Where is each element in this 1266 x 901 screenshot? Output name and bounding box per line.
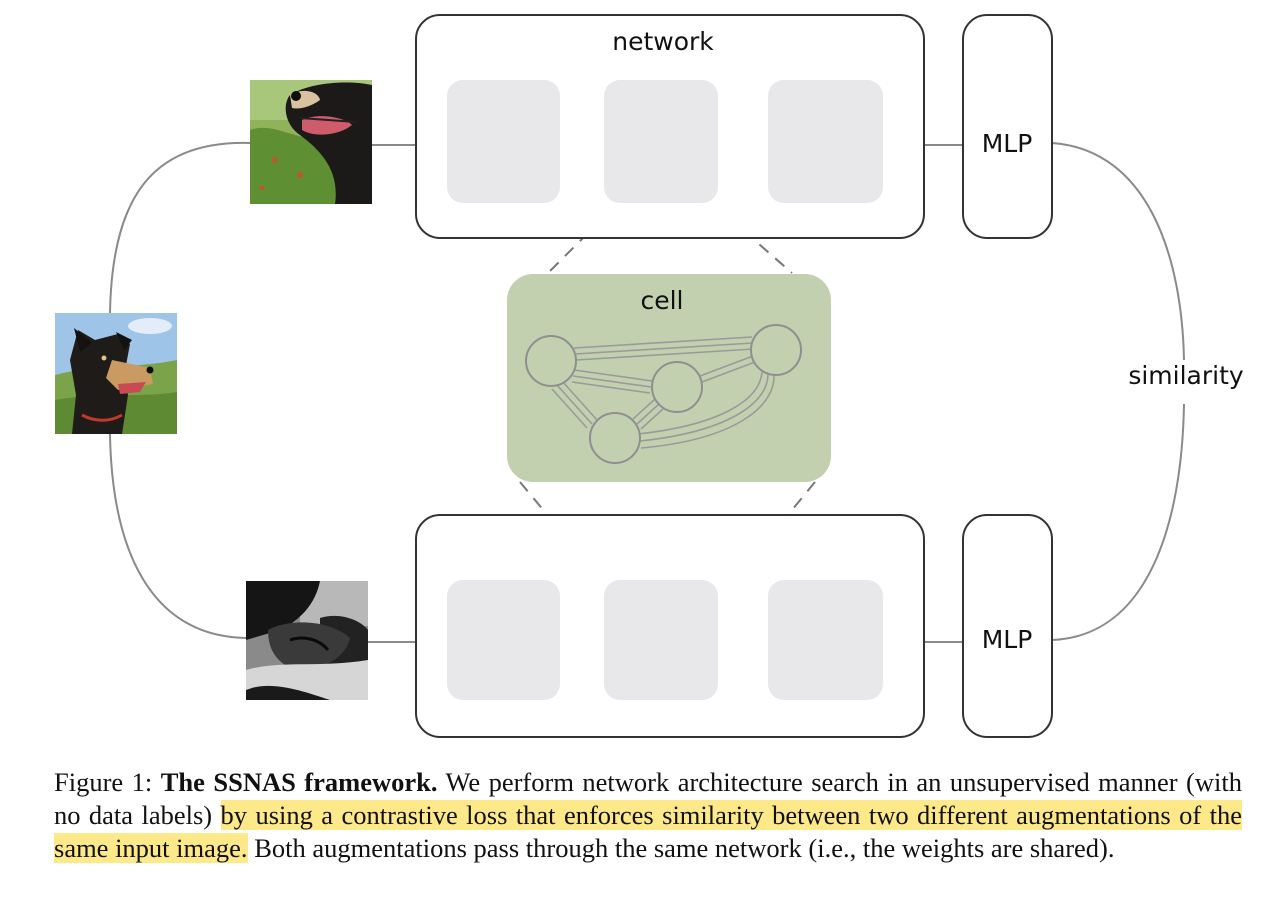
cell-node-4 (589, 412, 641, 464)
ssnas-diagram: network MLP MLP similarity cell (55, 14, 1244, 738)
cell-node-3 (651, 361, 703, 413)
augmented-image-bottom (246, 581, 368, 700)
figure-number: Figure 1: (54, 767, 153, 797)
curve-to-bottom-image (109, 433, 247, 639)
mlp-bottom-label: MLP (982, 625, 1033, 654)
input-image (55, 313, 177, 434)
figure-caption: Figure 1: The SSNAS framework. We perfor… (54, 766, 1242, 865)
mlp-top-label: MLP (982, 129, 1033, 158)
curve-to-top-image (109, 141, 251, 314)
similarity-curve-bottom (1051, 403, 1185, 641)
layer-block-bottom-1 (447, 580, 560, 700)
cell-graph-edges (551, 336, 775, 449)
cell-box: cell (507, 274, 831, 482)
layer-block-bottom-3 (768, 580, 883, 700)
similarity-label: similarity (1128, 361, 1244, 390)
mlp-box-bottom (962, 514, 1053, 738)
layer-block-top-2 (604, 80, 718, 203)
layer-block-top-1 (447, 80, 560, 203)
cell-node-2 (750, 324, 802, 376)
layer-block-top-3 (768, 80, 883, 203)
caption-text-before-highlight: We perform network architecture search i… (54, 767, 1242, 830)
cell-label: cell (640, 286, 683, 315)
network-label: network (612, 27, 714, 56)
layer-block-bottom-2 (604, 580, 718, 700)
cell-graph-nodes (525, 324, 802, 464)
augmented-image-top (250, 80, 372, 204)
mlp-box-top (962, 14, 1053, 239)
figure-title: The SSNAS framework. (160, 767, 438, 797)
cell-node-1 (525, 335, 577, 387)
similarity-curve-top (1051, 142, 1185, 361)
caption-text-after-highlight: Both augmentations pass through the same… (254, 833, 1115, 863)
